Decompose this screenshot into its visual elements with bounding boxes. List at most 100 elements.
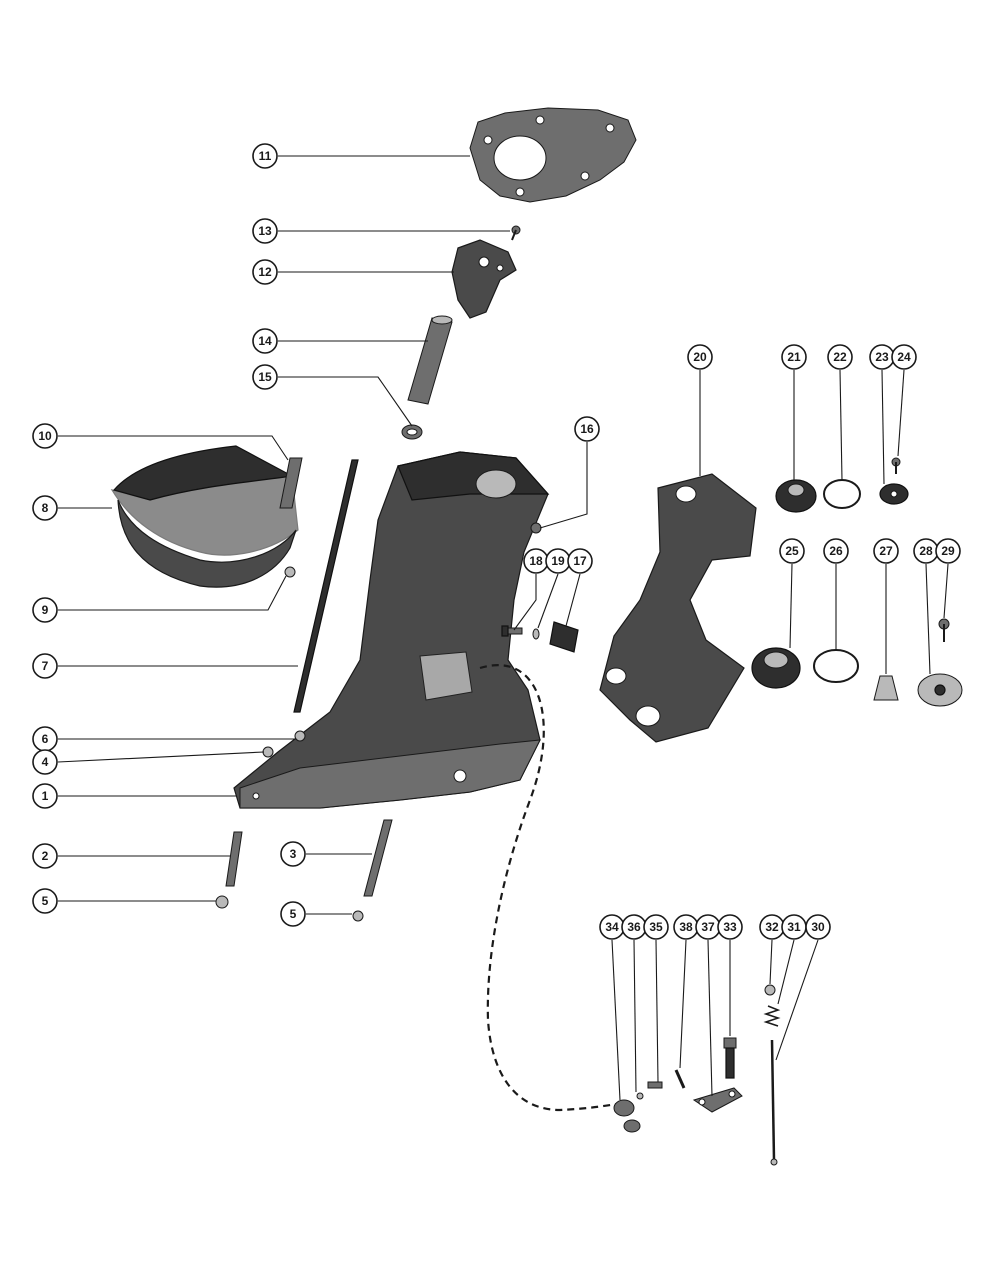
callout-13: 13	[252, 218, 278, 244]
linkage-part	[613, 1092, 644, 1133]
callout-25: 25	[779, 538, 805, 564]
callout-21: 21	[781, 344, 807, 370]
callout-36: 36	[621, 914, 647, 940]
callout-26: 26	[823, 538, 849, 564]
nut-part	[284, 566, 296, 578]
rod-part	[770, 1039, 778, 1166]
callout-label: 19	[551, 554, 565, 568]
stud-part	[723, 1037, 737, 1079]
callout-label: 30	[811, 920, 825, 934]
wrap-cover-part	[110, 445, 299, 588]
callout-5: 5	[32, 888, 58, 914]
nut-part	[764, 984, 776, 996]
callout-8: 8	[32, 495, 58, 521]
callout-10: 10	[32, 423, 58, 449]
callout-label: 21	[787, 350, 801, 364]
leader-lines	[57, 155, 949, 1101]
callout-9: 9	[32, 597, 58, 623]
washer-part	[532, 628, 540, 640]
callout-5b: 5	[280, 901, 306, 927]
cone-part	[873, 675, 899, 701]
nut-part	[262, 746, 274, 758]
pin-part	[674, 1069, 686, 1089]
callout-19: 19	[545, 548, 571, 574]
callout-label: 24	[897, 350, 911, 364]
callout-20: 20	[687, 344, 713, 370]
callout-label: 33	[723, 920, 737, 934]
callout-label: 32	[765, 920, 779, 934]
plate-part	[279, 457, 303, 509]
grommet-part	[401, 424, 423, 440]
callout-label: 10	[38, 429, 52, 443]
callout-label: 2	[42, 849, 49, 863]
callout-label: 34	[605, 920, 619, 934]
callout-6: 6	[32, 726, 58, 752]
callout-2: 2	[32, 843, 58, 869]
snap-ring-part	[823, 479, 861, 509]
callout-label: 3	[290, 847, 297, 861]
spring-part	[763, 1005, 781, 1027]
callout-22: 22	[827, 344, 853, 370]
callout-label: 14	[258, 334, 272, 348]
callout-31: 31	[781, 914, 807, 940]
callout-14: 14	[252, 328, 278, 354]
callout-label: 38	[679, 920, 693, 934]
callout-label: 7	[42, 659, 49, 673]
mount-part	[751, 647, 801, 689]
nut-part	[352, 910, 364, 922]
callout-label: 20	[693, 350, 707, 364]
callout-label: 31	[787, 920, 801, 934]
callout-label: 5	[42, 894, 49, 908]
callout-label: 6	[42, 732, 49, 746]
callout-label: 9	[42, 603, 49, 617]
callout-16: 16	[574, 416, 600, 442]
callout-37: 37	[695, 914, 721, 940]
nut-part	[294, 730, 306, 742]
gasket-part	[469, 107, 637, 203]
callout-28: 28	[913, 538, 939, 564]
callout-29: 29	[935, 538, 961, 564]
stud-part	[225, 831, 243, 887]
callout-17: 17	[567, 548, 593, 574]
callout-32: 32	[759, 914, 785, 940]
callout-7: 7	[32, 653, 58, 679]
washer-part	[879, 483, 909, 505]
washer-part	[917, 673, 963, 707]
nut-part	[530, 522, 542, 534]
screw-part	[891, 457, 901, 474]
callout-35: 35	[643, 914, 669, 940]
callout-27: 27	[873, 538, 899, 564]
callout-24: 24	[891, 344, 917, 370]
callout-11: 11	[252, 143, 278, 169]
callout-3: 3	[280, 841, 306, 867]
nut-part	[215, 895, 229, 909]
callout-label: 1	[42, 789, 49, 803]
callout-label: 23	[875, 350, 889, 364]
bolt-part	[501, 625, 523, 637]
callout-label: 17	[573, 554, 587, 568]
callout-1: 1	[32, 783, 58, 809]
cable-path	[479, 664, 621, 1112]
callout-12: 12	[252, 259, 278, 285]
callout-4: 4	[32, 749, 58, 775]
callout-label: 12	[258, 265, 272, 279]
callout-label: 5	[290, 907, 297, 921]
callout-label: 25	[785, 544, 799, 558]
screw-part	[938, 618, 950, 642]
snap-ring-part	[813, 649, 859, 683]
lever-part	[692, 1087, 743, 1113]
callout-label: 22	[833, 350, 847, 364]
bolt-part	[647, 1081, 663, 1089]
callout-label: 15	[258, 370, 272, 384]
rod-part	[293, 459, 359, 713]
swivel-bracket-part	[599, 473, 757, 743]
driveshaft-housing-part	[233, 451, 550, 809]
callout-label: 11	[259, 149, 272, 163]
callout-label: 36	[627, 920, 641, 934]
callout-label: 16	[580, 422, 594, 436]
callout-23: 23	[869, 344, 895, 370]
pad-part	[549, 621, 579, 653]
callout-label: 4	[42, 755, 49, 769]
callout-label: 27	[879, 544, 893, 558]
